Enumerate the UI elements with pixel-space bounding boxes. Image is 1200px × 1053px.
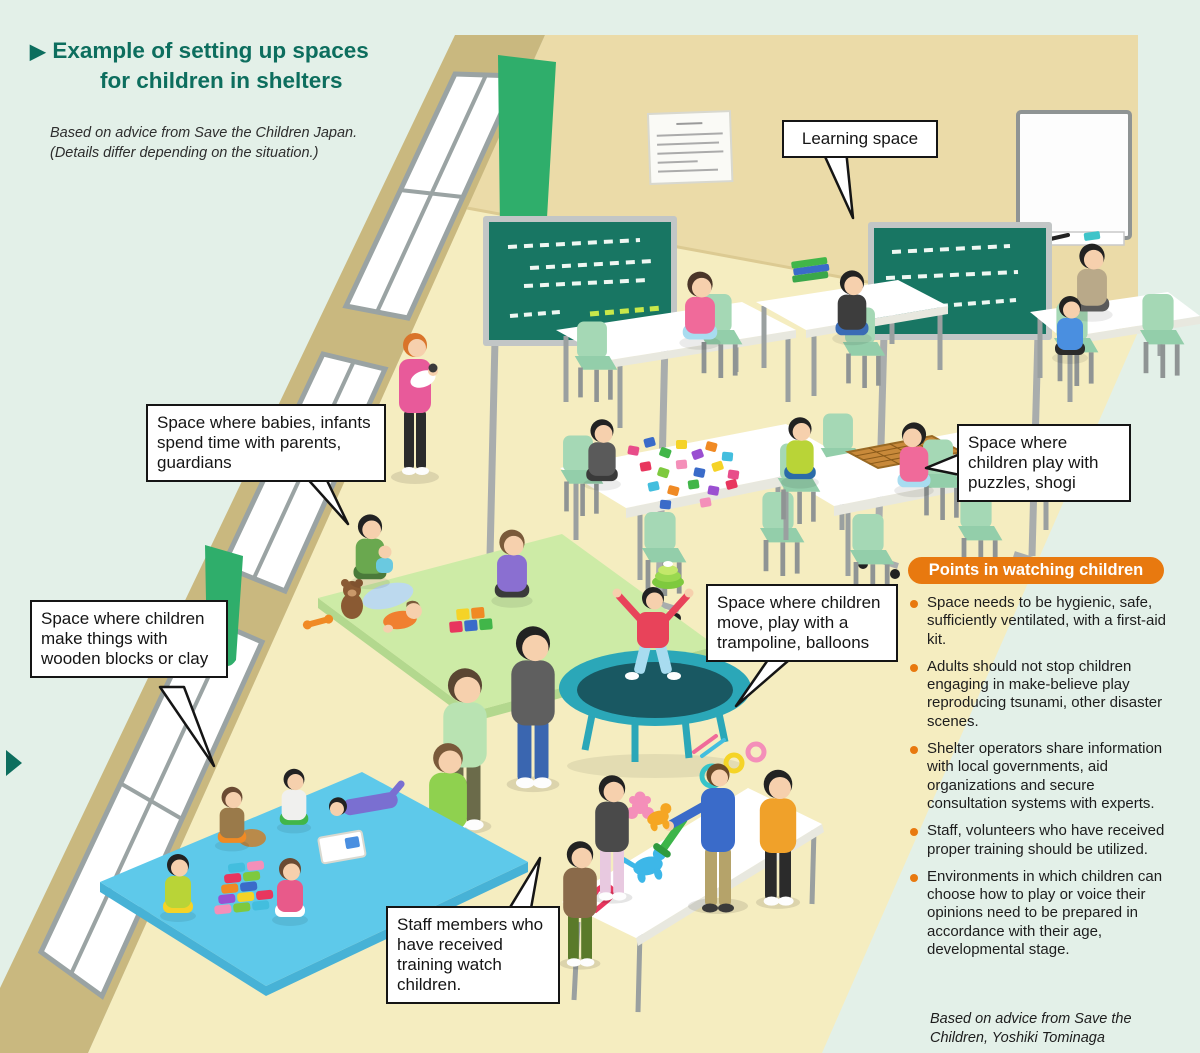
toy-box	[317, 829, 367, 865]
block-towers	[214, 860, 274, 915]
bullet-dot-icon	[910, 828, 918, 837]
puzzle-pieces	[627, 437, 740, 510]
wall-poster	[646, 110, 734, 185]
left-edge-arrow-icon	[6, 750, 22, 776]
curtain	[498, 55, 556, 244]
baby-crawling	[383, 600, 422, 633]
callout-babies-space: Space where babies, infants spend time w…	[146, 404, 386, 483]
source-note: Based on advice from Save the Children J…	[50, 124, 357, 163]
points-list: Space needs to be hygienic, safe, suffic…	[910, 594, 1172, 968]
points-panel-credit: Based on advice from Save the Children, …	[930, 1011, 1132, 1046]
cushion	[362, 582, 414, 610]
source-note-line1: Based on advice from Save the Children J…	[50, 125, 358, 141]
person-staff-balloons	[647, 763, 748, 914]
callout-puzzles-shogi-space: Space where children play with puzzles, …	[957, 424, 1131, 503]
bullet-dot-icon	[910, 663, 918, 672]
window	[37, 611, 266, 1000]
title-arrow-icon: ▶	[30, 41, 46, 63]
page-title-line1: Example of setting up spaces	[52, 38, 369, 63]
baby-on-lap	[376, 545, 393, 573]
book-stack	[791, 257, 830, 283]
points-list-item: Staff, volunteers who have received prop…	[910, 822, 1172, 859]
person-child-lying	[328, 780, 405, 817]
callout-tails	[158, 148, 967, 916]
toy-blocks	[449, 607, 493, 633]
chalkboard	[469, 216, 681, 623]
person-child-jumping	[612, 587, 694, 680]
bullet-dot-icon	[910, 746, 918, 755]
page-title-line2: for children in shelters	[100, 67, 343, 93]
points-list-item: Adults should not stop children engaging…	[910, 658, 1172, 731]
toy-bone	[302, 614, 334, 630]
callout-learning-space: Learning space	[782, 120, 938, 159]
window	[342, 71, 522, 321]
trampoline	[559, 650, 751, 778]
whiteboard	[1016, 110, 1132, 246]
source-note-line2: (Details differ depending on the situati…	[50, 144, 319, 161]
balloon-animals	[577, 734, 767, 914]
bullet-dot-icon	[910, 873, 918, 882]
points-list-item: Space needs to be hygienic, safe, suffic…	[910, 594, 1172, 649]
points-panel-header: Points in watching children	[908, 557, 1164, 584]
page-title: ▶ Example of setting up spaces for childr…	[30, 36, 369, 95]
callout-blocks-clay-space: Space where children make things with wo…	[30, 600, 228, 679]
callout-staff-members: Staff members who have received training…	[386, 906, 560, 1005]
bullet-dot-icon	[910, 600, 918, 608]
person-mother-with-infant	[391, 333, 439, 484]
toy-ring-stack	[652, 561, 684, 589]
callout-trampoline-space: Space where children move, play with a t…	[706, 584, 898, 663]
points-list-item: Shelter operators share information with…	[910, 740, 1172, 813]
points-list-item: Environments in which children can choos…	[910, 868, 1172, 959]
